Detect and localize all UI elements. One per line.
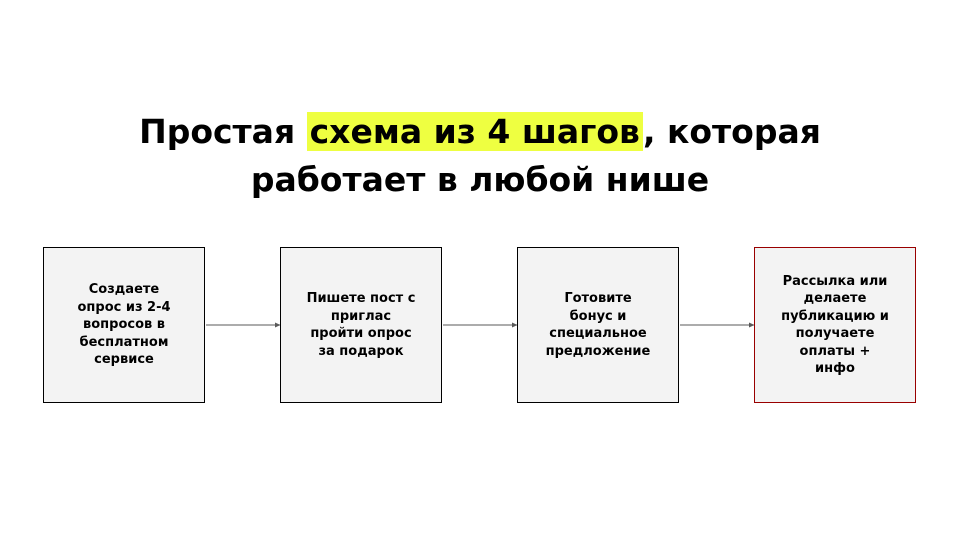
title-highlight: схема из 4 шагов — [306, 112, 643, 151]
step-1-text: Создаете опрос из 2-4 вопросов в бесплат… — [77, 282, 171, 368]
page-title: Простая схема из 4 шагов, которая работа… — [0, 108, 960, 204]
step-3-text: Готовите бонус и специальное предложение — [545, 291, 651, 359]
step-box-4: Рассылка или делаете публикацию и получа… — [754, 247, 916, 403]
title-line-2: работает в любой нише — [250, 160, 710, 199]
title-text-start: Простая — [139, 112, 307, 151]
step-4-text: Рассылка или делаете публикацию и получа… — [781, 273, 889, 377]
title-text-end: , которая — [642, 112, 821, 151]
step-box-1: Создаете опрос из 2-4 вопросов в бесплат… — [43, 247, 205, 403]
step-box-2: Пишете пост с приглас пройти опрос за по… — [280, 247, 442, 403]
step-box-3: Готовите бонус и специальное предложение — [517, 247, 679, 403]
title-line-1: Простая схема из 4 шагов, которая — [0, 108, 960, 156]
step-2-text: Пишете пост с приглас пройти опрос за по… — [306, 291, 416, 359]
